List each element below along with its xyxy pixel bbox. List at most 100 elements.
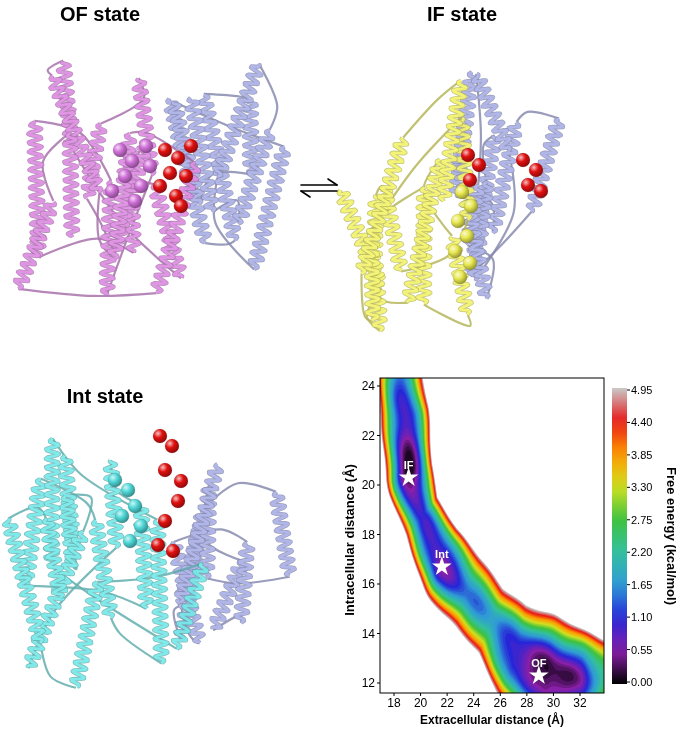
axis-title: Extracellular distance (Å) [420, 713, 564, 727]
helix [105, 460, 122, 547]
state-title: OF state [60, 2, 140, 26]
energy-contour [380, 378, 604, 693]
energy-contour [393, 378, 594, 693]
energy-contour [385, 378, 604, 693]
residue-sphere [113, 143, 127, 157]
state-label: IF [404, 459, 414, 471]
arrow-head [301, 191, 310, 197]
residue-sphere [128, 194, 142, 208]
energy-contour [381, 378, 604, 693]
oxygen-sphere [184, 139, 198, 153]
energy-contour [404, 446, 574, 681]
energy-contour [394, 378, 593, 693]
oxygen-sphere [534, 184, 548, 198]
oxygen-sphere [158, 143, 172, 157]
residue-sphere [123, 534, 137, 548]
tick-mark [627, 487, 630, 488]
tick-mark [627, 552, 630, 553]
helix-outline [358, 138, 407, 274]
equilibrium-arrow [301, 179, 337, 197]
energy-contour [405, 450, 548, 670]
helix-outline [234, 130, 273, 223]
tick-label: 16 [362, 577, 375, 591]
residue-sphere [121, 483, 135, 497]
colorbar [612, 388, 627, 684]
helix [71, 582, 102, 687]
tick-label: 26 [494, 696, 507, 710]
arrow-line [301, 190, 337, 192]
oxygen-sphere [174, 199, 188, 213]
state-star [432, 556, 452, 575]
protein-cartoon [15, 60, 288, 296]
arrow-line [301, 184, 337, 186]
helix-outline [71, 582, 102, 687]
energy-contour [382, 378, 604, 693]
energy-contour [391, 378, 596, 693]
energy-contour [386, 378, 604, 693]
residue-sphere [134, 519, 148, 533]
oxygen-sphere [171, 494, 185, 508]
residue-sphere [460, 229, 474, 243]
helix [404, 160, 444, 303]
tick-label: 18 [362, 528, 375, 542]
tick-mark [394, 693, 395, 696]
state-title: Int state [67, 384, 144, 408]
energy-contour [380, 378, 604, 693]
residue-sphere [464, 199, 478, 213]
residue-sphere [139, 139, 153, 153]
oxygen-sphere [463, 173, 477, 187]
tick-label: 2.20 [631, 546, 652, 558]
helix-outline [236, 543, 254, 623]
tick-label: 22 [440, 696, 453, 710]
residue-sphere [108, 473, 122, 487]
axis-ticks [377, 386, 630, 696]
tick-label: 30 [547, 696, 560, 710]
oxygen-sphere [166, 544, 180, 558]
tick-mark [627, 682, 630, 683]
energy-contour [401, 436, 582, 693]
tick-mark [580, 693, 581, 696]
tick-label: 20 [414, 696, 427, 710]
helix [448, 237, 472, 315]
energy-contour [403, 443, 578, 685]
helix-outline [404, 160, 444, 303]
energy-contour [399, 403, 586, 693]
tick-mark [627, 519, 630, 520]
residue-sphere [463, 256, 477, 270]
energy-contour [391, 378, 598, 693]
tick-label: 32 [573, 696, 586, 710]
tick-label: 20 [362, 478, 375, 492]
energy-contour [400, 433, 583, 693]
plot-frame [380, 378, 604, 693]
tick-mark [627, 649, 630, 650]
energy-contour [387, 378, 604, 693]
tick-label: 24 [362, 379, 375, 393]
helix-outline [153, 163, 199, 293]
energy-contour [384, 378, 604, 693]
energy-contour [381, 378, 604, 693]
helix [236, 543, 254, 623]
energy-contour [380, 378, 604, 693]
energy-contour [382, 378, 604, 693]
residue-sphere [118, 169, 132, 183]
energy-contour [383, 378, 604, 693]
tick-label: 4.95 [631, 384, 652, 396]
tick-mark [377, 485, 380, 486]
free-energy-map [380, 378, 604, 693]
oxygen-sphere [521, 178, 535, 192]
oxygen-sphere [461, 148, 475, 162]
tick-mark [627, 617, 630, 618]
transport-domain [15, 60, 199, 296]
tick-mark [447, 693, 448, 696]
oxygen-sphere [174, 474, 188, 488]
helix-outline [152, 521, 168, 664]
helix [4, 519, 44, 643]
helix-outline [473, 74, 510, 152]
tick-mark [377, 435, 380, 436]
helix [438, 80, 466, 201]
axis-title: Free energy (kcal/mol) [664, 467, 679, 605]
tick-label: 12 [362, 676, 375, 690]
